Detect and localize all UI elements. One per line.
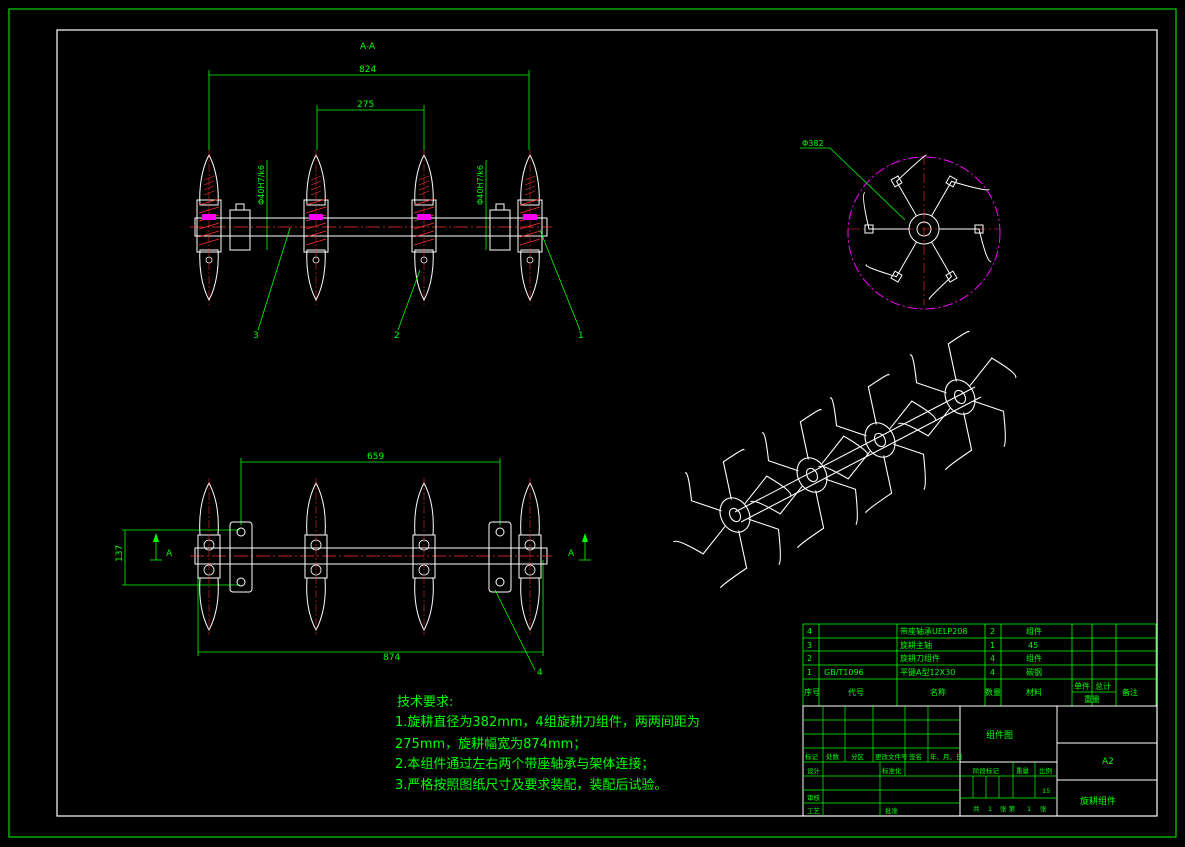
balloon-1: 1	[578, 331, 584, 341]
bom-header-no: 序号	[804, 687, 820, 697]
tech-title: 技术要求:	[397, 695, 453, 710]
section-marker-left: A	[166, 549, 173, 559]
blade-group-front	[517, 150, 543, 305]
blade-group-iso	[818, 373, 937, 514]
bom-row-qty: 2	[990, 627, 995, 636]
tb-total-label: 共	[973, 804, 980, 813]
tb-change-doc: 更改文件号	[875, 752, 908, 761]
front-view: A-A 824 275 Φ40H7/k6 Φ40H7/k6 3	[190, 42, 584, 341]
side-blade	[895, 154, 927, 217]
bom-row-no: 4	[807, 627, 812, 636]
bom-table: 4 带座轴承UELP208 2 组件 3 旋耕主轴 1 45 2 旋耕刀组件 4…	[802, 623, 1157, 707]
bom-header-unit: 单件	[1074, 681, 1090, 691]
tb-total: 1	[988, 805, 992, 813]
outer-frame	[8, 8, 1177, 838]
dim-diameter: Φ382	[802, 139, 824, 148]
dim-spacing: 275	[357, 100, 374, 110]
tb-process: 工艺	[807, 807, 821, 815]
fit-right: Φ40H7/k6	[476, 165, 485, 205]
bom-row-qty: 4	[990, 654, 995, 663]
bom-row-name: 旋耕主轴	[900, 640, 932, 650]
tb-count: 处数	[826, 752, 840, 761]
dim-overall-top: 874	[383, 653, 400, 663]
side-blade	[931, 180, 990, 217]
blade-group-front	[411, 150, 437, 305]
bom-row-material: 45	[1028, 641, 1038, 650]
dim-height: 137	[115, 545, 125, 562]
drawing-title: 组件图	[986, 729, 1013, 741]
bom-header-code: 代号	[848, 687, 864, 697]
bom-row-material: 组件	[1026, 653, 1042, 663]
side-blade	[939, 228, 992, 263]
tb-zone: 分区	[851, 752, 865, 761]
balloon-4: 4	[537, 668, 543, 678]
dim-overall-front: 824	[359, 65, 376, 75]
bom-row-qty: 1	[990, 641, 995, 650]
tech-line-4: 3.严格按照图纸尺寸及要求装配，装配后试验。	[395, 777, 667, 793]
bom-row-name: 旋耕刀组件	[900, 653, 940, 663]
tb-sheet: 1	[1027, 805, 1031, 813]
bom-header-name: 名称	[930, 687, 946, 697]
balloon-2: 2	[394, 331, 400, 341]
tb-signature: 签名	[909, 752, 922, 761]
bom-row-code: GB/T1096	[824, 668, 864, 677]
title-block: 标记 处数 分区 更改文件号 签名 年、月、日 设计 标准化 阶段标记 重量 比…	[802, 705, 1158, 817]
bom-header-material: 材料	[1026, 687, 1042, 697]
tb-weight: 重量	[1016, 767, 1030, 775]
tb-mark: 标记	[805, 752, 819, 761]
inner-frame	[56, 29, 1158, 817]
side-view: Φ382	[800, 139, 1001, 310]
side-blade	[928, 241, 953, 300]
bom-row-material: 组件	[1026, 626, 1042, 636]
blade-group-iso	[898, 330, 1017, 471]
part-name: 旋耕组件	[1080, 795, 1116, 807]
blade-group-front	[196, 150, 222, 305]
blade-group-top	[412, 478, 436, 635]
bom-row-no: 1	[807, 668, 812, 677]
bom-header-remark: 备注	[1122, 687, 1138, 697]
fit-left: Φ40H7/k6	[257, 165, 266, 205]
isometric-view	[673, 330, 1017, 589]
blade-group-iso	[750, 408, 869, 549]
tb-date: 年、月、日	[930, 752, 963, 761]
bom-row-no: 2	[807, 654, 812, 663]
bom-row-no: 3	[807, 641, 812, 650]
blade-group-iso	[673, 448, 792, 589]
bom-row-name: 平键A型12X30	[900, 667, 955, 677]
section-label: A-A	[360, 42, 376, 52]
tb-sheet-label: 张 第	[1000, 804, 1016, 813]
tb-sheet-end: 张	[1040, 804, 1047, 813]
bom-row-name: 带座轴承UELP208	[900, 626, 967, 636]
tb-standardize: 标准化	[882, 766, 902, 775]
tb-design: 设计	[807, 766, 821, 775]
section-marker-right: A	[568, 549, 575, 559]
tech-line-2: 275mm，旋耕幅宽为874mm；	[395, 736, 586, 752]
blade-group-top	[197, 478, 221, 635]
side-blade	[865, 241, 917, 278]
top-view: 659 874 137 A A 4	[115, 452, 591, 678]
tb-stage-mark: 阶段标记	[973, 766, 1000, 775]
tb-approve: 批准	[885, 806, 899, 815]
bom-row-qty: 4	[990, 668, 995, 677]
bom-header-qty: 数量	[985, 687, 1001, 697]
blade-group-top	[518, 478, 542, 635]
balloon-3: 3	[253, 331, 259, 341]
dim-bearing-span: 659	[367, 452, 384, 462]
tb-review: 审核	[807, 793, 821, 802]
tb-scale: 15	[1042, 787, 1050, 795]
tb-ratio: 比例	[1039, 766, 1052, 775]
side-blade	[863, 192, 909, 230]
bom-header-weight: 重量	[1084, 694, 1100, 704]
bom-row-material: 碳钢	[1026, 667, 1042, 677]
sheet-size: A2	[1102, 757, 1114, 767]
tech-requirements: 技术要求: 1.旋耕直径为382mm，4组旋耕刀组件，两两间距为 275mm，旋…	[395, 695, 700, 793]
bom-header-total: 总计	[1095, 681, 1111, 691]
blade-group-top	[304, 478, 328, 635]
tech-line-3: 2.本组件通过左右两个带座轴承与架体连接；	[395, 756, 654, 772]
blade-group-front	[303, 150, 329, 305]
tech-line-1: 1.旋耕直径为382mm，4组旋耕刀组件，两两间距为	[395, 714, 700, 730]
